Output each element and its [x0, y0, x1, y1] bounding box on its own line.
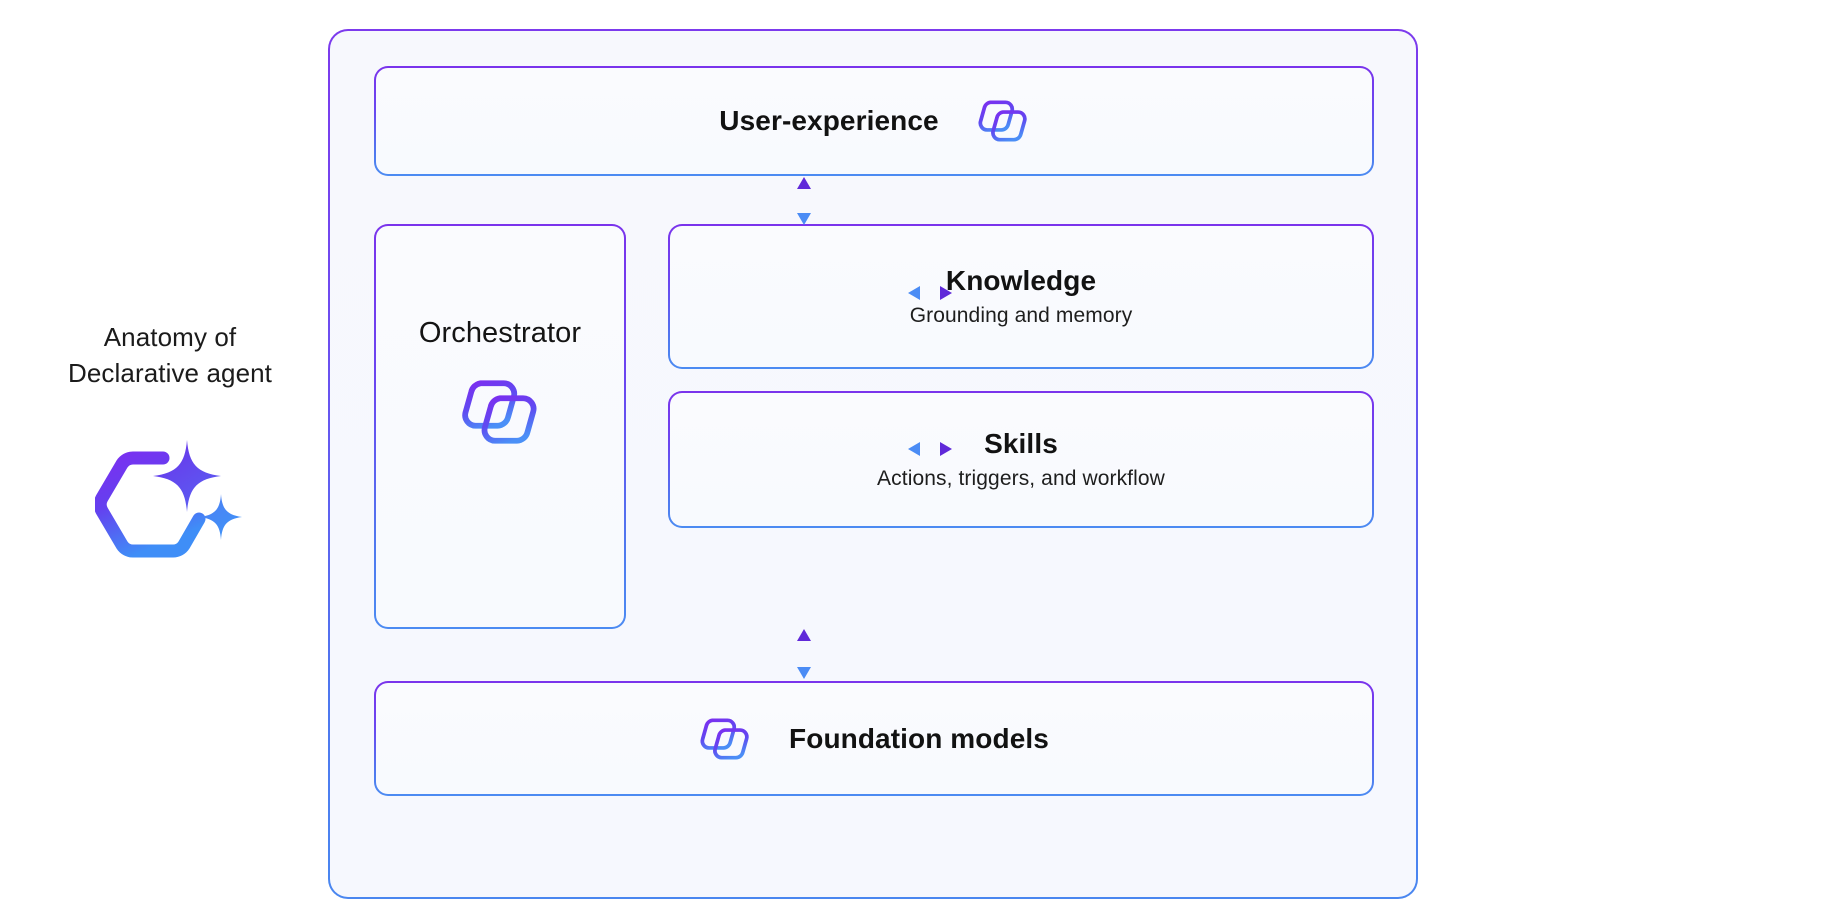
connector-orchestrator-to-skills [908, 439, 952, 459]
card-skills-content: Skills Actions, triggers, and workflow [877, 428, 1165, 491]
caption-line-1: Anatomy of [103, 322, 237, 352]
card-knowledge-subtitle: Grounding and memory [909, 304, 1133, 327]
card-skills[interactable]: Skills Actions, triggers, and workflow [668, 391, 1374, 528]
card-user-experience[interactable]: User-experience [374, 66, 1374, 176]
diagram-caption: Anatomy of Declarative agent [20, 320, 320, 578]
copilot-icon [460, 372, 540, 452]
card-foundation-models-content: Foundation models [699, 713, 1049, 765]
card-knowledge-content: Knowledge Grounding and memory [910, 265, 1133, 328]
card-knowledge-label: Knowledge [945, 265, 1097, 296]
declarative-agent-frame: User-experience Orchestrator [328, 29, 1418, 899]
connector-orchestrator-to-knowledge [908, 283, 952, 303]
connector-orchestrator-to-user-experience [794, 177, 814, 225]
card-user-experience-label: User-experience [719, 105, 939, 136]
card-foundation-models-label: Foundation models [789, 722, 1049, 754]
card-user-experience-content: User-experience [719, 95, 1028, 147]
agent-sparkle-hexagon-icon [20, 438, 320, 578]
card-knowledge[interactable]: Knowledge Grounding and memory [668, 224, 1374, 369]
card-orchestrator-label: Orchestrator [418, 317, 582, 349]
copilot-icon [977, 95, 1029, 147]
copilot-icon [699, 713, 751, 765]
card-orchestrator[interactable]: Orchestrator [374, 224, 626, 629]
connector-orchestrator-to-foundation-models [794, 629, 814, 679]
card-skills-label: Skills [984, 428, 1058, 459]
card-foundation-models[interactable]: Foundation models [374, 681, 1374, 796]
card-skills-subtitle: Actions, triggers, and workflow [877, 467, 1165, 490]
card-orchestrator-content: Orchestrator [419, 317, 581, 452]
caption-line-2: Declarative agent [67, 357, 273, 388]
